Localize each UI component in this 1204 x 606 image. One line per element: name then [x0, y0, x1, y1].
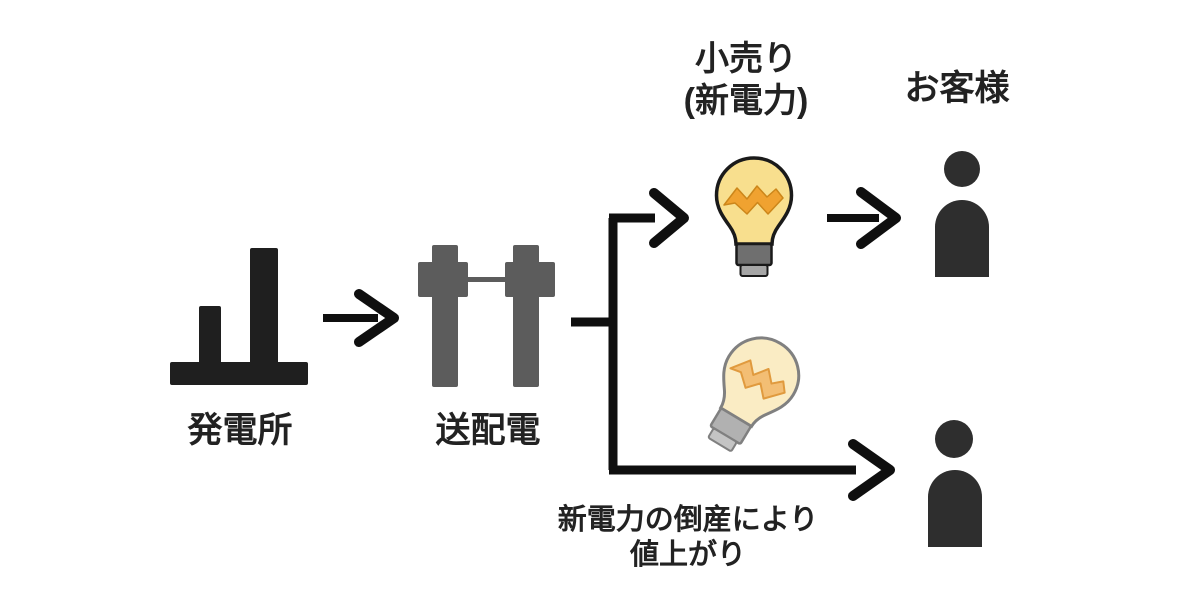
- retail-label-line1: 小売り: [695, 40, 797, 78]
- bankruptcy-note-line2: 値上がり: [629, 539, 746, 571]
- power-plant-icon: [170, 248, 308, 385]
- bankruptcy-note-line1: 新電力の倒産により: [557, 504, 819, 536]
- arrow-split-to-retail: [609, 188, 689, 248]
- transmission-label: 送配電: [435, 411, 541, 450]
- transmission-towers-icon: [418, 245, 555, 387]
- person-icon-bottom: [928, 420, 982, 547]
- lightbulb-lit-icon: [714, 156, 794, 277]
- arrow-split-to-customer-bottom: [609, 439, 895, 501]
- retail-label: 小売り (新電力): [631, 38, 861, 122]
- lightbulb-faded-icon: [707, 336, 801, 452]
- split-connector: [571, 218, 618, 470]
- arrow-retail-to-customer: [827, 187, 901, 249]
- retail-label-line2: (新電力): [683, 82, 809, 120]
- power-plant-label: 発電所: [187, 411, 293, 450]
- person-icon-top: [935, 151, 989, 277]
- arrow-plant-to-transmission: [323, 289, 399, 347]
- bankruptcy-note: 新電力の倒産により 値上がり: [523, 503, 853, 573]
- customer-label: お客様: [904, 69, 1010, 108]
